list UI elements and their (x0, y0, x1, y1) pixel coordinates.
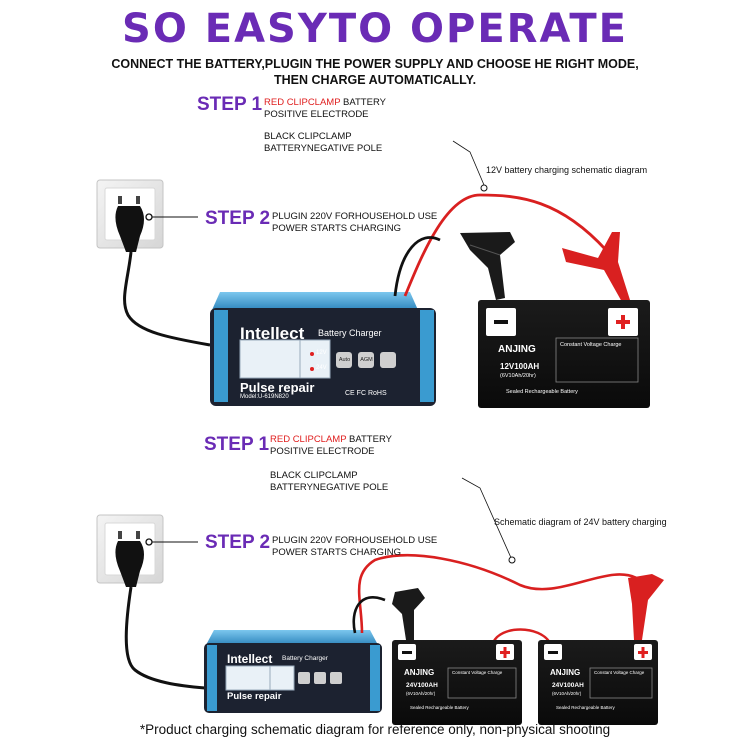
charger-brand-24v: Intellect (227, 652, 273, 666)
battery-sub-24v-left: (6V10Ah/20hr) (406, 691, 436, 696)
battery-header-12v: Constant Voltage Charge (560, 342, 622, 348)
battery-header-24v-left: Constant Voltage Charge (452, 670, 503, 675)
step1-label-12v: STEP 1 (197, 94, 263, 115)
page-title: SO EASYTO OPERATE (122, 6, 628, 52)
footer-disclaimer: *Product charging schematic diagram for … (139, 722, 611, 737)
battery-footer-12v: Sealed Rechargeable Battery (506, 389, 578, 395)
black-clamp-text-12v: BLACK CLIPCLAMP BATTERYNEGATIVE POLE (264, 131, 383, 154)
step1-text-12v: RED CLIPCLAMP BATTERY POSITIVE ELECTRODE (264, 97, 386, 120)
charger-pulse-24v: Pulse repair (227, 691, 282, 702)
charger-device-24v (204, 630, 382, 713)
step2-text-12v: PLUGIN 220V FORHOUSEHOLD USE POWER START… (272, 211, 438, 234)
link-wire-24v (491, 628, 552, 644)
charger-brand-12v: Intellect (240, 324, 305, 343)
black-wire-24v (352, 596, 386, 634)
agm-button-12v: AGM (360, 357, 373, 363)
battery-header-24v-right: Constant Voltage Charge (594, 670, 645, 675)
caption-12v: 12V battery charging schematic diagram (486, 165, 648, 175)
black-wire-12v (393, 236, 441, 297)
power-plug-24v (115, 541, 206, 690)
subtitle: CONNECT THE BATTERY,PLUGIN THE POWER SUP… (60, 56, 690, 88)
subtitle-line-2: THEN CHARGE AUTOMATICALLY. (273, 73, 477, 87)
auto-button-12v: Auto (338, 357, 351, 363)
battery-sub-12v: (6V10Ah/20hr) (500, 373, 536, 379)
red-clipclamp-label-24v: RED CLIPCLAMP (270, 434, 347, 445)
charger-product-12v: Battery Charger (318, 328, 382, 338)
charger-model-12v: Model:U-619N820 (240, 394, 289, 400)
caption-24v: Schematic diagram of 24V battery chargin… (494, 517, 667, 527)
battery-24v-left (392, 640, 522, 725)
cert-marks-12v: CE FC RoHS (345, 390, 387, 397)
battery-capacity-24v-left: 24V100AH (406, 682, 438, 689)
black-clamp-text-24v: BLACK CLIPCLAMP BATTERYNEGATIVE POLE (270, 470, 389, 493)
power-plug-12v (115, 206, 211, 347)
battery-capacity-24v-right: 24V100AH (552, 682, 584, 689)
red-wire-12v (403, 193, 608, 297)
step1-label-24v: STEP 1 (204, 434, 270, 455)
step1-text-24v: RED CLIPCLAMP BATTERY POSITIVE ELECTRODE (270, 434, 392, 457)
charger-device-12v (210, 292, 436, 406)
black-clamp-12v (460, 232, 515, 300)
charger-12v-indicator: 12V (316, 350, 327, 356)
red-clamp-12v (562, 232, 630, 302)
battery-sub-24v-right: (6V10Ah/20hr) (552, 691, 582, 696)
charger-24v-indicator: 24V (316, 365, 327, 371)
battery-24v-right (538, 640, 658, 725)
charger-product-24v: Battery Charger (282, 655, 328, 662)
step2-text-24v: PLUGIN 220V FORHOUSEHOLD USE POWER START… (272, 535, 438, 558)
battery-footer-24v-right: Sealed Rechargeable Battery (556, 705, 615, 710)
charger-pulse-12v: Pulse repair (240, 380, 315, 395)
battery-footer-24v-left: Sealed Rechargeable Battery (410, 705, 469, 710)
battery-brand-12v: ANJING (498, 344, 536, 355)
battery-brand-24v-left: ANJING (404, 668, 435, 677)
subtitle-line-1: CONNECT THE BATTERY,PLUGIN THE POWER SUP… (111, 57, 639, 71)
battery-brand-24v-right: ANJING (550, 668, 581, 677)
step2-label-12v: STEP 2 (205, 208, 271, 229)
red-clamp-24v (628, 574, 664, 640)
red-clipclamp-label-12v: RED CLIPCLAMP (264, 97, 341, 108)
step2-label-24v: STEP 2 (205, 532, 271, 553)
battery-capacity-12v: 12V100AH (500, 362, 540, 371)
battery-12v (478, 300, 650, 408)
black-clamp-24v (392, 588, 425, 640)
red-wire-24v (357, 554, 641, 634)
